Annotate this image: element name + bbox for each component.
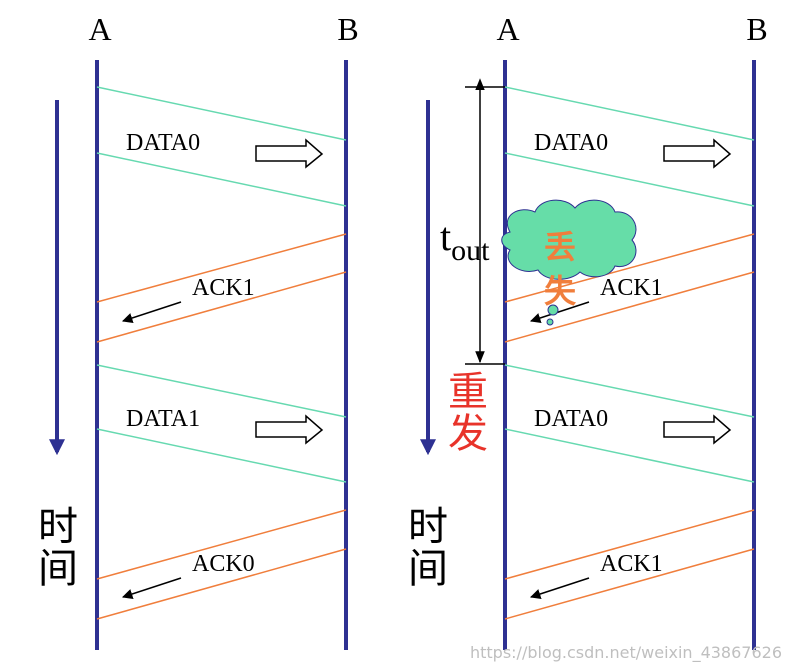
left-message-data1: DATA1	[126, 406, 200, 432]
right-ack1-retx-line-2	[504, 548, 755, 620]
left-ack1-arrow	[122, 301, 182, 324]
left-data1-outline-arrow	[255, 414, 324, 445]
right-time-label-2: 间	[408, 546, 448, 592]
left-panel: A B DATA0 ACK1 DATA1 ACK0 时 间	[38, 11, 359, 650]
right-panel: A B DATA0 ACK1 丢 失 tout 重 发	[408, 11, 768, 650]
timeout-label-t: t	[440, 214, 451, 259]
right-data0-line-2	[504, 152, 755, 207]
left-data1-line-1	[96, 364, 347, 418]
left-time-label-1: 时	[38, 504, 78, 550]
right-data0-retx-line-1	[504, 364, 755, 418]
left-ack0-arrow	[122, 577, 182, 600]
left-data0-line-2	[96, 152, 347, 207]
retransmit-label-2: 发	[448, 411, 488, 457]
timeout-label-sub: out	[451, 234, 490, 267]
right-host-b-label: B	[746, 11, 767, 47]
right-ack1-line-2	[504, 271, 755, 343]
left-host-b-label: B	[337, 11, 358, 47]
left-data1-line-2	[96, 428, 347, 483]
right-data0-outline-arrow	[663, 138, 732, 169]
left-host-a-label: A	[88, 11, 111, 47]
left-message-data0: DATA0	[126, 130, 200, 156]
left-message-ack0: ACK0	[192, 551, 255, 577]
retransmit-label-1: 重	[448, 369, 488, 415]
right-ack1-retx-line-1	[504, 509, 755, 580]
watermark: https://blog.csdn.net/weixin_43867626	[470, 643, 782, 663]
left-data0-outline-arrow	[255, 138, 324, 169]
right-message-data0: DATA0	[534, 130, 608, 156]
left-ack0-line-2	[96, 548, 347, 620]
right-data0-retx-line-2	[504, 428, 755, 483]
right-ack1-line-1	[504, 233, 755, 303]
right-message-ack1: ACK1	[600, 275, 663, 301]
lost-label-1: 丢	[544, 228, 576, 266]
right-message-ack1-retx: ACK1	[600, 551, 663, 577]
right-data0-line-1	[504, 86, 755, 141]
left-time-label-2: 间	[38, 546, 78, 592]
right-time-label-1: 时	[408, 504, 448, 550]
right-ack1-arrow	[530, 301, 590, 324]
right-message-data0-retx: DATA0	[534, 406, 608, 432]
right-data0-retx-outline-arrow	[663, 414, 732, 445]
lost-label-2: 失	[544, 272, 577, 310]
right-ack1-retx-arrow	[530, 577, 590, 600]
timeout-label: tout	[440, 214, 490, 267]
left-message-ack1: ACK1	[192, 275, 255, 301]
left-data0-line-1	[96, 86, 347, 141]
left-ack1-line-1	[96, 233, 347, 303]
right-host-a-label: A	[496, 11, 519, 47]
left-ack1-line-2	[96, 271, 347, 343]
loss-cloud	[501, 199, 637, 326]
left-ack0-line-1	[96, 509, 347, 580]
